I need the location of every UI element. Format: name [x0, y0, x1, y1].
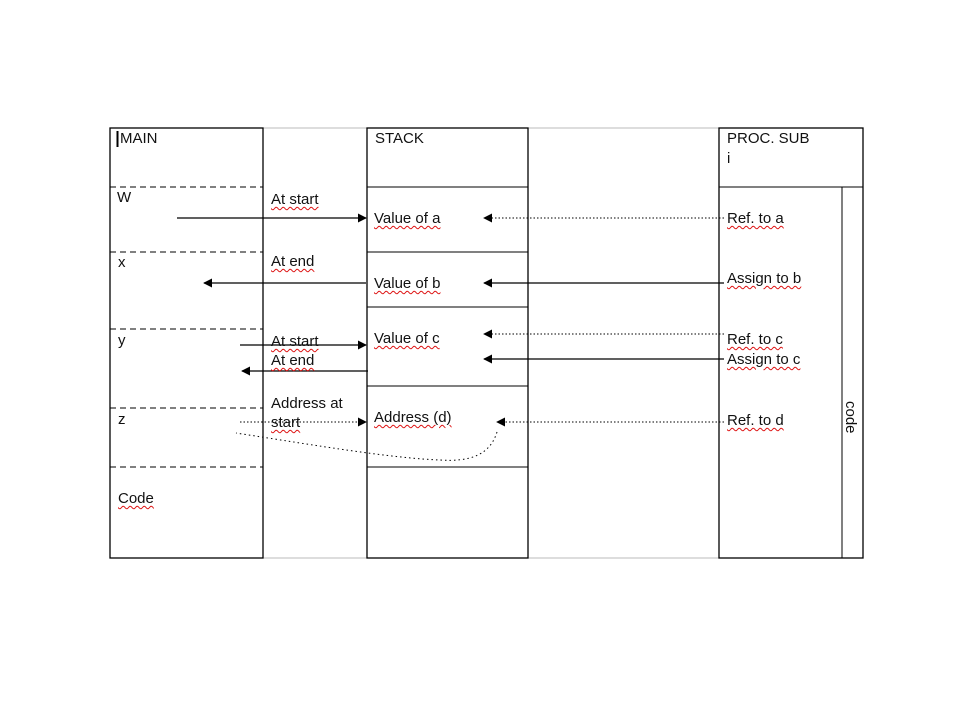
y-at-end-label: At end	[271, 352, 315, 369]
proc-ref-a: Ref. to a	[727, 210, 784, 227]
y-at-start-label: At start	[271, 333, 319, 350]
main-box	[109, 127, 264, 559]
proc-assign-c: Assign to c	[727, 351, 801, 368]
proc-ref-d: Ref. to d	[727, 412, 784, 429]
var-y-label: y	[118, 332, 126, 349]
z-address-label-line1: Address at	[271, 395, 343, 412]
main-code-label: Code	[118, 490, 154, 507]
x-at-end-label: At end	[271, 253, 315, 270]
proc-title-line1: PROC. SUB	[727, 130, 810, 147]
proc-assign-b: Assign to b	[727, 270, 802, 287]
var-w-label: W	[117, 189, 132, 206]
stack-value-b: Value of b	[374, 275, 441, 292]
proc-ref-c: Ref. to c	[727, 331, 783, 348]
proc-box	[718, 127, 864, 559]
proc-code-label: code	[842, 401, 859, 434]
stack-box	[366, 127, 529, 559]
var-z-label: z	[118, 411, 126, 428]
proc-title-line2: i	[727, 150, 731, 167]
stack-value-c: Value of c	[374, 330, 440, 347]
curve-address-to-z	[235, 431, 498, 461]
z-address-label-line2: start	[271, 414, 301, 431]
var-x-label: x	[118, 254, 126, 271]
stack-value-a: Value of a	[374, 210, 441, 227]
stack-address-d: Address (d)	[374, 409, 452, 426]
w-at-start-label: At start	[271, 191, 319, 208]
main-title: MAIN	[120, 130, 158, 147]
stack-title: STACK	[375, 130, 424, 147]
